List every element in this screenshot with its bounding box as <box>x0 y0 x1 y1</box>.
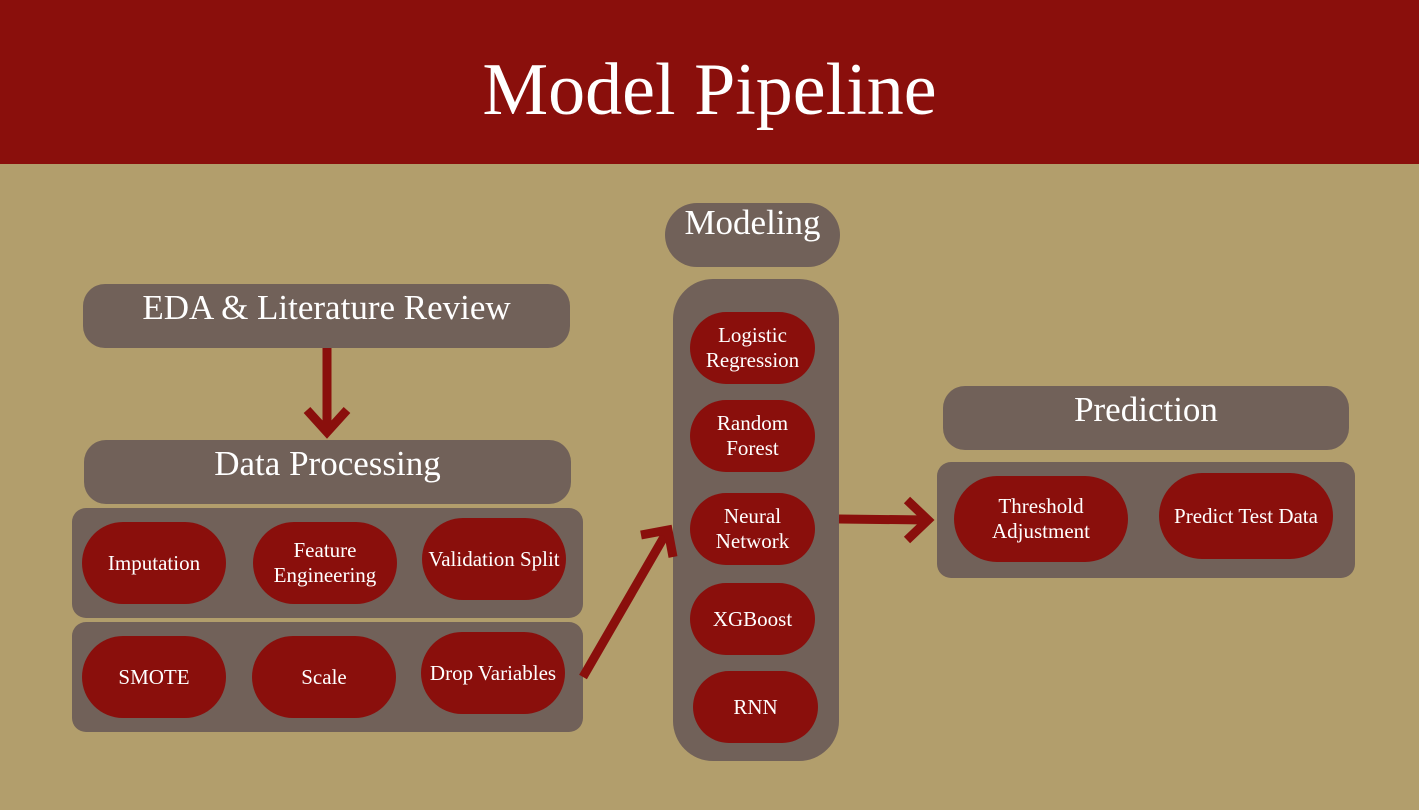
prediction-steps-box: Threshold Adjustment Predict Test Data <box>937 462 1355 578</box>
modeling-header-box: Modeling <box>665 203 840 267</box>
eda-header-label: EDA & Literature Review <box>142 288 511 327</box>
model-random-forest-label: Random Forest <box>716 411 789 460</box>
step-predict-test-data: Predict Test Data <box>1159 473 1333 559</box>
step-imputation: Imputation <box>82 522 226 604</box>
step-scale-label: Scale <box>301 664 347 689</box>
page-title: Model Pipeline <box>482 49 937 131</box>
data-processing-row-1: Imputation Feature Engineering Validatio… <box>72 508 583 618</box>
arrow-eda-to-data-processing <box>303 348 351 439</box>
title-banner: Model Pipeline <box>0 0 1419 164</box>
prediction-header-box: Prediction <box>943 386 1349 450</box>
model-neural-network-label: Neural Network <box>715 504 790 553</box>
model-logistic-regression-label: Logistic Regression <box>705 323 800 372</box>
step-drop-variables: Drop Variables <box>421 632 565 714</box>
step-smote: SMOTE <box>82 636 226 718</box>
modeling-header-label: Modeling <box>684 203 821 242</box>
model-xgboost-label: XGBoost <box>712 606 793 631</box>
step-threshold-adjustment: Threshold Adjustment <box>954 476 1128 562</box>
eda-header-box: EDA & Literature Review <box>83 284 570 348</box>
model-rnn-label: RNN <box>733 694 778 719</box>
modeling-column: Logistic Regression Random Forest Neural… <box>673 279 839 761</box>
model-random-forest: Random Forest <box>690 400 815 472</box>
prediction-header-label: Prediction <box>1074 390 1218 429</box>
model-rnn: RNN <box>693 671 818 743</box>
step-scale: Scale <box>252 636 396 718</box>
model-xgboost: XGBoost <box>690 583 815 655</box>
step-smote-label: SMOTE <box>118 664 190 689</box>
data-processing-row-2: SMOTE Scale Drop Variables <box>72 622 583 732</box>
step-feature-engineering: Feature Engineering <box>253 522 397 604</box>
model-neural-network: Neural Network <box>690 493 815 565</box>
data-processing-header-box: Data Processing <box>84 440 571 504</box>
arrow-data-processing-to-modeling <box>579 524 678 680</box>
model-logistic-regression: Logistic Regression <box>690 312 815 384</box>
step-drop-variables-label: Drop Variables <box>429 660 557 685</box>
step-imputation-label: Imputation <box>107 550 201 575</box>
data-processing-header-label: Data Processing <box>214 444 441 483</box>
step-feature-engineering-label: Feature Engineering <box>273 538 377 587</box>
step-threshold-adjustment-label: Threshold Adjustment <box>992 494 1090 543</box>
step-predict-test-data-label: Predict Test Data <box>1174 503 1318 528</box>
step-validation-split-label: Validation Split <box>428 546 560 571</box>
arrow-modeling-to-prediction <box>838 496 935 544</box>
step-validation-split: Validation Split <box>422 518 566 600</box>
